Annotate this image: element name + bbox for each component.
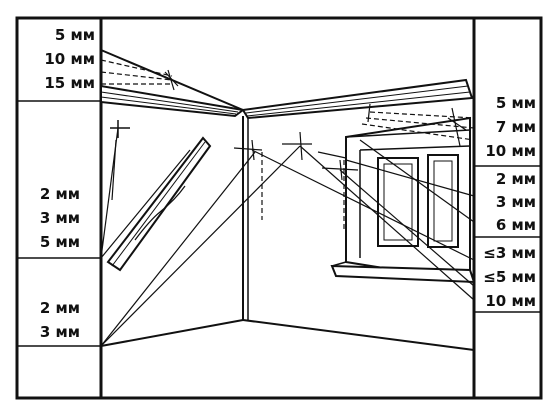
right-middle-label-1: 2 мм [496, 170, 536, 188]
left-top-labels: 5 мм 10 мм 15 мм [44, 26, 95, 92]
left-top-label-1: 5 мм [55, 26, 95, 44]
right-middle-label-3: 6 мм [496, 216, 536, 234]
left-top-label-2: 10 мм [44, 50, 95, 68]
right-top-labels: 5 мм 7 мм 10 мм [485, 94, 536, 160]
right-bottom-label-2: ≤5 мм [483, 268, 536, 286]
right-bottom-label-3: 10 мм [485, 292, 536, 310]
left-middle-label-3: 5 мм [40, 233, 80, 251]
left-middle-labels: 2 мм 3 мм 5 мм [40, 185, 80, 251]
right-bottom-labels: ≤3 мм ≤5 мм 10 мм [483, 244, 536, 310]
right-top-label-2: 7 мм [496, 118, 536, 136]
room-drawing [100, 49, 476, 351]
left-middle-label-1: 2 мм [40, 185, 80, 203]
left-bottom-labels: 2 мм 3 мм [40, 299, 80, 341]
right-top-label-3: 10 мм [485, 142, 536, 160]
left-bottom-label-1: 2 мм [40, 299, 80, 317]
outer-frame [15, 16, 543, 400]
right-middle-labels: 2 мм 3 мм 6 мм [496, 170, 536, 234]
left-bottom-label-2: 3 мм [40, 323, 80, 341]
right-top-label-1: 5 мм [496, 94, 536, 112]
right-middle-label-2: 3 мм [496, 193, 536, 211]
left-top-label-3: 15 мм [44, 74, 95, 92]
right-bottom-label-1: ≤3 мм [483, 244, 536, 262]
left-middle-label-2: 3 мм [40, 209, 80, 227]
measurement-lines [100, 59, 475, 347]
